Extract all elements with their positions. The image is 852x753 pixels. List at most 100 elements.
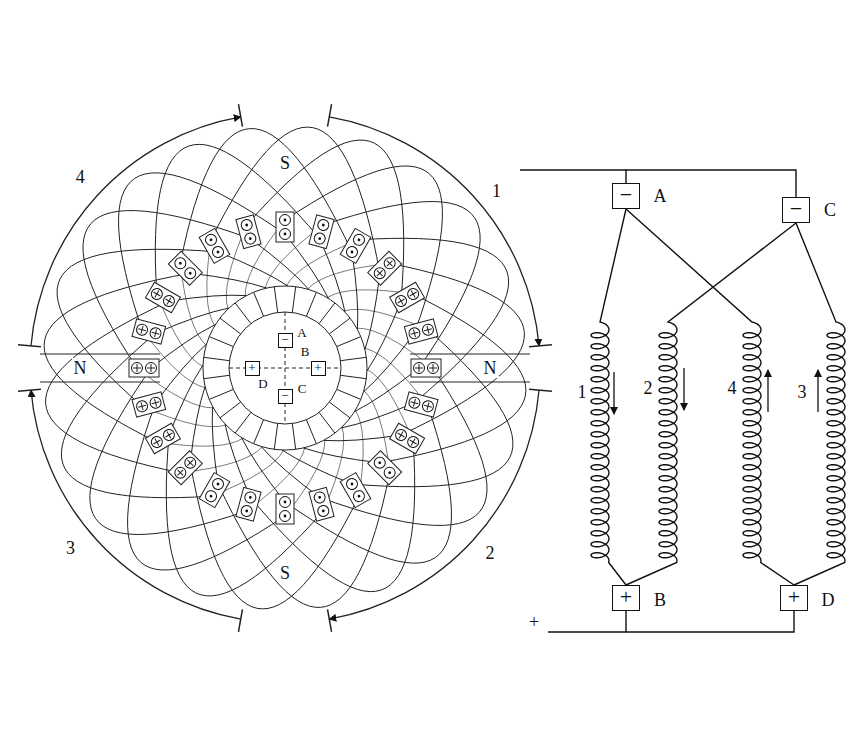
polarity-sign: + xyxy=(612,585,640,611)
slot-outline xyxy=(236,215,261,249)
commutator-segment xyxy=(319,303,335,324)
current-dot xyxy=(318,496,321,499)
current-arrow xyxy=(683,368,684,410)
commutator-segment xyxy=(337,337,361,347)
current-dot xyxy=(188,271,192,275)
conductor xyxy=(161,293,176,308)
current-dot xyxy=(249,237,252,240)
slot-outline xyxy=(340,473,371,508)
conductor xyxy=(182,265,198,281)
conductor xyxy=(344,477,359,492)
brush-letter: D xyxy=(821,590,836,610)
slot-outline xyxy=(368,451,402,485)
current-arrow xyxy=(613,372,614,414)
pole-label: S xyxy=(278,153,292,173)
slot-outline xyxy=(309,215,334,249)
current-dot xyxy=(245,223,248,226)
armature-slot xyxy=(199,228,230,263)
zone-arc xyxy=(31,390,241,619)
conductor xyxy=(149,286,164,301)
conductor xyxy=(149,434,164,449)
brush-letter: A xyxy=(296,326,307,340)
armature-slot xyxy=(145,282,180,313)
armature-slot xyxy=(411,359,441,377)
slot-outline xyxy=(132,319,166,344)
commutator-segment xyxy=(220,402,241,418)
commutator-segment xyxy=(329,402,350,418)
brush-letter: B xyxy=(653,590,667,610)
polarity-sign: + xyxy=(245,361,260,376)
current-cross xyxy=(178,470,184,476)
current-dot xyxy=(388,471,392,475)
end-connection xyxy=(282,450,352,484)
current-dot xyxy=(245,509,248,512)
commutator-segment xyxy=(235,303,251,324)
polarity-sign: + xyxy=(311,361,326,376)
zone-arc xyxy=(329,117,539,346)
current-cross xyxy=(133,368,141,369)
brush-letter: B xyxy=(300,345,311,359)
zone-tick xyxy=(328,104,332,127)
brush-letter: D xyxy=(257,377,268,391)
slot-outline xyxy=(168,451,202,485)
conductor xyxy=(280,497,291,508)
commutator-segment xyxy=(235,412,251,433)
current-cross xyxy=(410,440,417,444)
conductor xyxy=(149,396,162,409)
pole-edge xyxy=(40,382,160,383)
conductor xyxy=(135,323,148,336)
current-cross xyxy=(153,292,160,296)
conductor xyxy=(344,244,359,259)
current-dot xyxy=(284,219,287,222)
polarity-sign: − xyxy=(782,197,810,223)
coil-loop xyxy=(211,127,380,273)
current-cross xyxy=(187,460,193,466)
zone-number: 1 xyxy=(490,181,503,201)
current-dot xyxy=(357,238,361,242)
armature-slot xyxy=(168,451,202,485)
current-cross xyxy=(387,261,393,267)
current-cross xyxy=(165,299,172,303)
conductor xyxy=(428,363,439,374)
conductor xyxy=(203,232,218,247)
winding-coil xyxy=(794,223,845,585)
coil-loop xyxy=(155,144,319,294)
current-dot xyxy=(318,237,321,240)
current-arrow xyxy=(817,370,818,412)
current-cross xyxy=(138,405,146,407)
polarity-sign: − xyxy=(278,333,293,348)
commutator-segment xyxy=(274,287,277,313)
conductor xyxy=(406,434,421,449)
current-cross xyxy=(429,368,437,369)
conductor xyxy=(161,427,176,442)
zone-number: 3 xyxy=(64,538,77,558)
brush-letter: C xyxy=(297,382,308,396)
current-cross xyxy=(153,440,160,444)
supply-wire xyxy=(548,631,626,633)
coil-loop xyxy=(180,129,352,264)
current-cross xyxy=(147,368,155,369)
current-dot xyxy=(209,494,213,498)
commutator-segment xyxy=(306,292,316,316)
commutator-segment xyxy=(209,389,233,399)
polarity-sign: − xyxy=(612,183,640,209)
commutator-segment xyxy=(274,424,277,450)
commutator-segment xyxy=(292,287,295,313)
current-cross xyxy=(410,292,417,296)
end-connection xyxy=(303,448,379,463)
coil-loop xyxy=(46,301,181,473)
coil-loop xyxy=(190,463,359,609)
conductor xyxy=(244,491,257,504)
armature-slot xyxy=(340,228,371,263)
armature-slot xyxy=(168,251,202,285)
zone-tick xyxy=(18,389,41,391)
armature-slot xyxy=(309,215,334,249)
pole-label: N xyxy=(482,358,499,378)
coil-loop xyxy=(250,442,414,592)
winding-coil xyxy=(626,209,794,585)
end-connection xyxy=(261,446,320,497)
current-cross xyxy=(411,332,419,334)
coil-loop xyxy=(352,330,513,487)
